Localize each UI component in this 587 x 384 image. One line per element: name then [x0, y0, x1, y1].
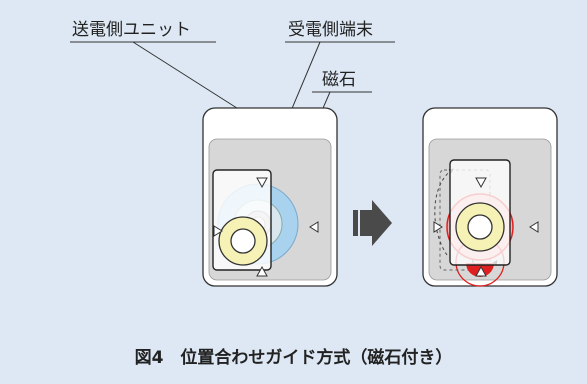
label-receiver-terminal: 受電側端末: [288, 20, 373, 40]
leader-transmitter: [70, 41, 241, 111]
guide-triangle-top: [256, 177, 268, 189]
right-guide-marks: [433, 177, 539, 277]
guide-triangle-left: [213, 225, 223, 237]
guide-triangle-bottom: [256, 265, 268, 277]
right-receiver-terminal: [449, 159, 511, 266]
big-right-arrow: [353, 200, 392, 246]
guide-triangle-top: [475, 177, 487, 189]
label-magnet: 磁石: [322, 70, 356, 90]
guide-triangle-right: [309, 221, 319, 233]
figure-caption: 図4 位置合わせガイド方式（磁石付き）: [134, 348, 453, 368]
left-guide-marks: [213, 177, 319, 277]
guide-triangle-right: [529, 221, 539, 233]
guide-triangle-bottom: [475, 265, 487, 277]
left-receiver-terminal: [212, 169, 272, 271]
guide-triangle-left: [433, 221, 443, 233]
label-transmitter-unit: 送電側ユニット: [72, 20, 191, 40]
